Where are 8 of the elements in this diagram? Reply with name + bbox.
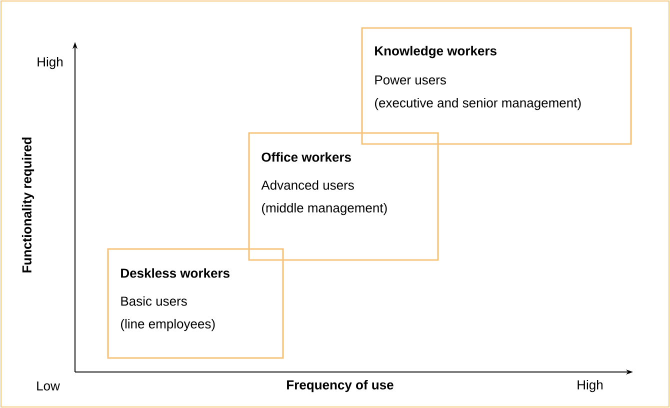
category-box: Deskless workers Basic users (line employees) xyxy=(107,248,284,359)
axis-label: High xyxy=(38,56,63,70)
category-box: Knowledge workers Power users (executive and senior management) xyxy=(361,27,632,145)
axis-label: High xyxy=(578,380,603,392)
axis-label: Frequency of use xyxy=(287,380,394,392)
category-box: Office workers Advanced users (middle management) xyxy=(248,132,439,261)
axis-label: Functionality required xyxy=(22,138,34,272)
axis-label: Low xyxy=(37,381,60,391)
